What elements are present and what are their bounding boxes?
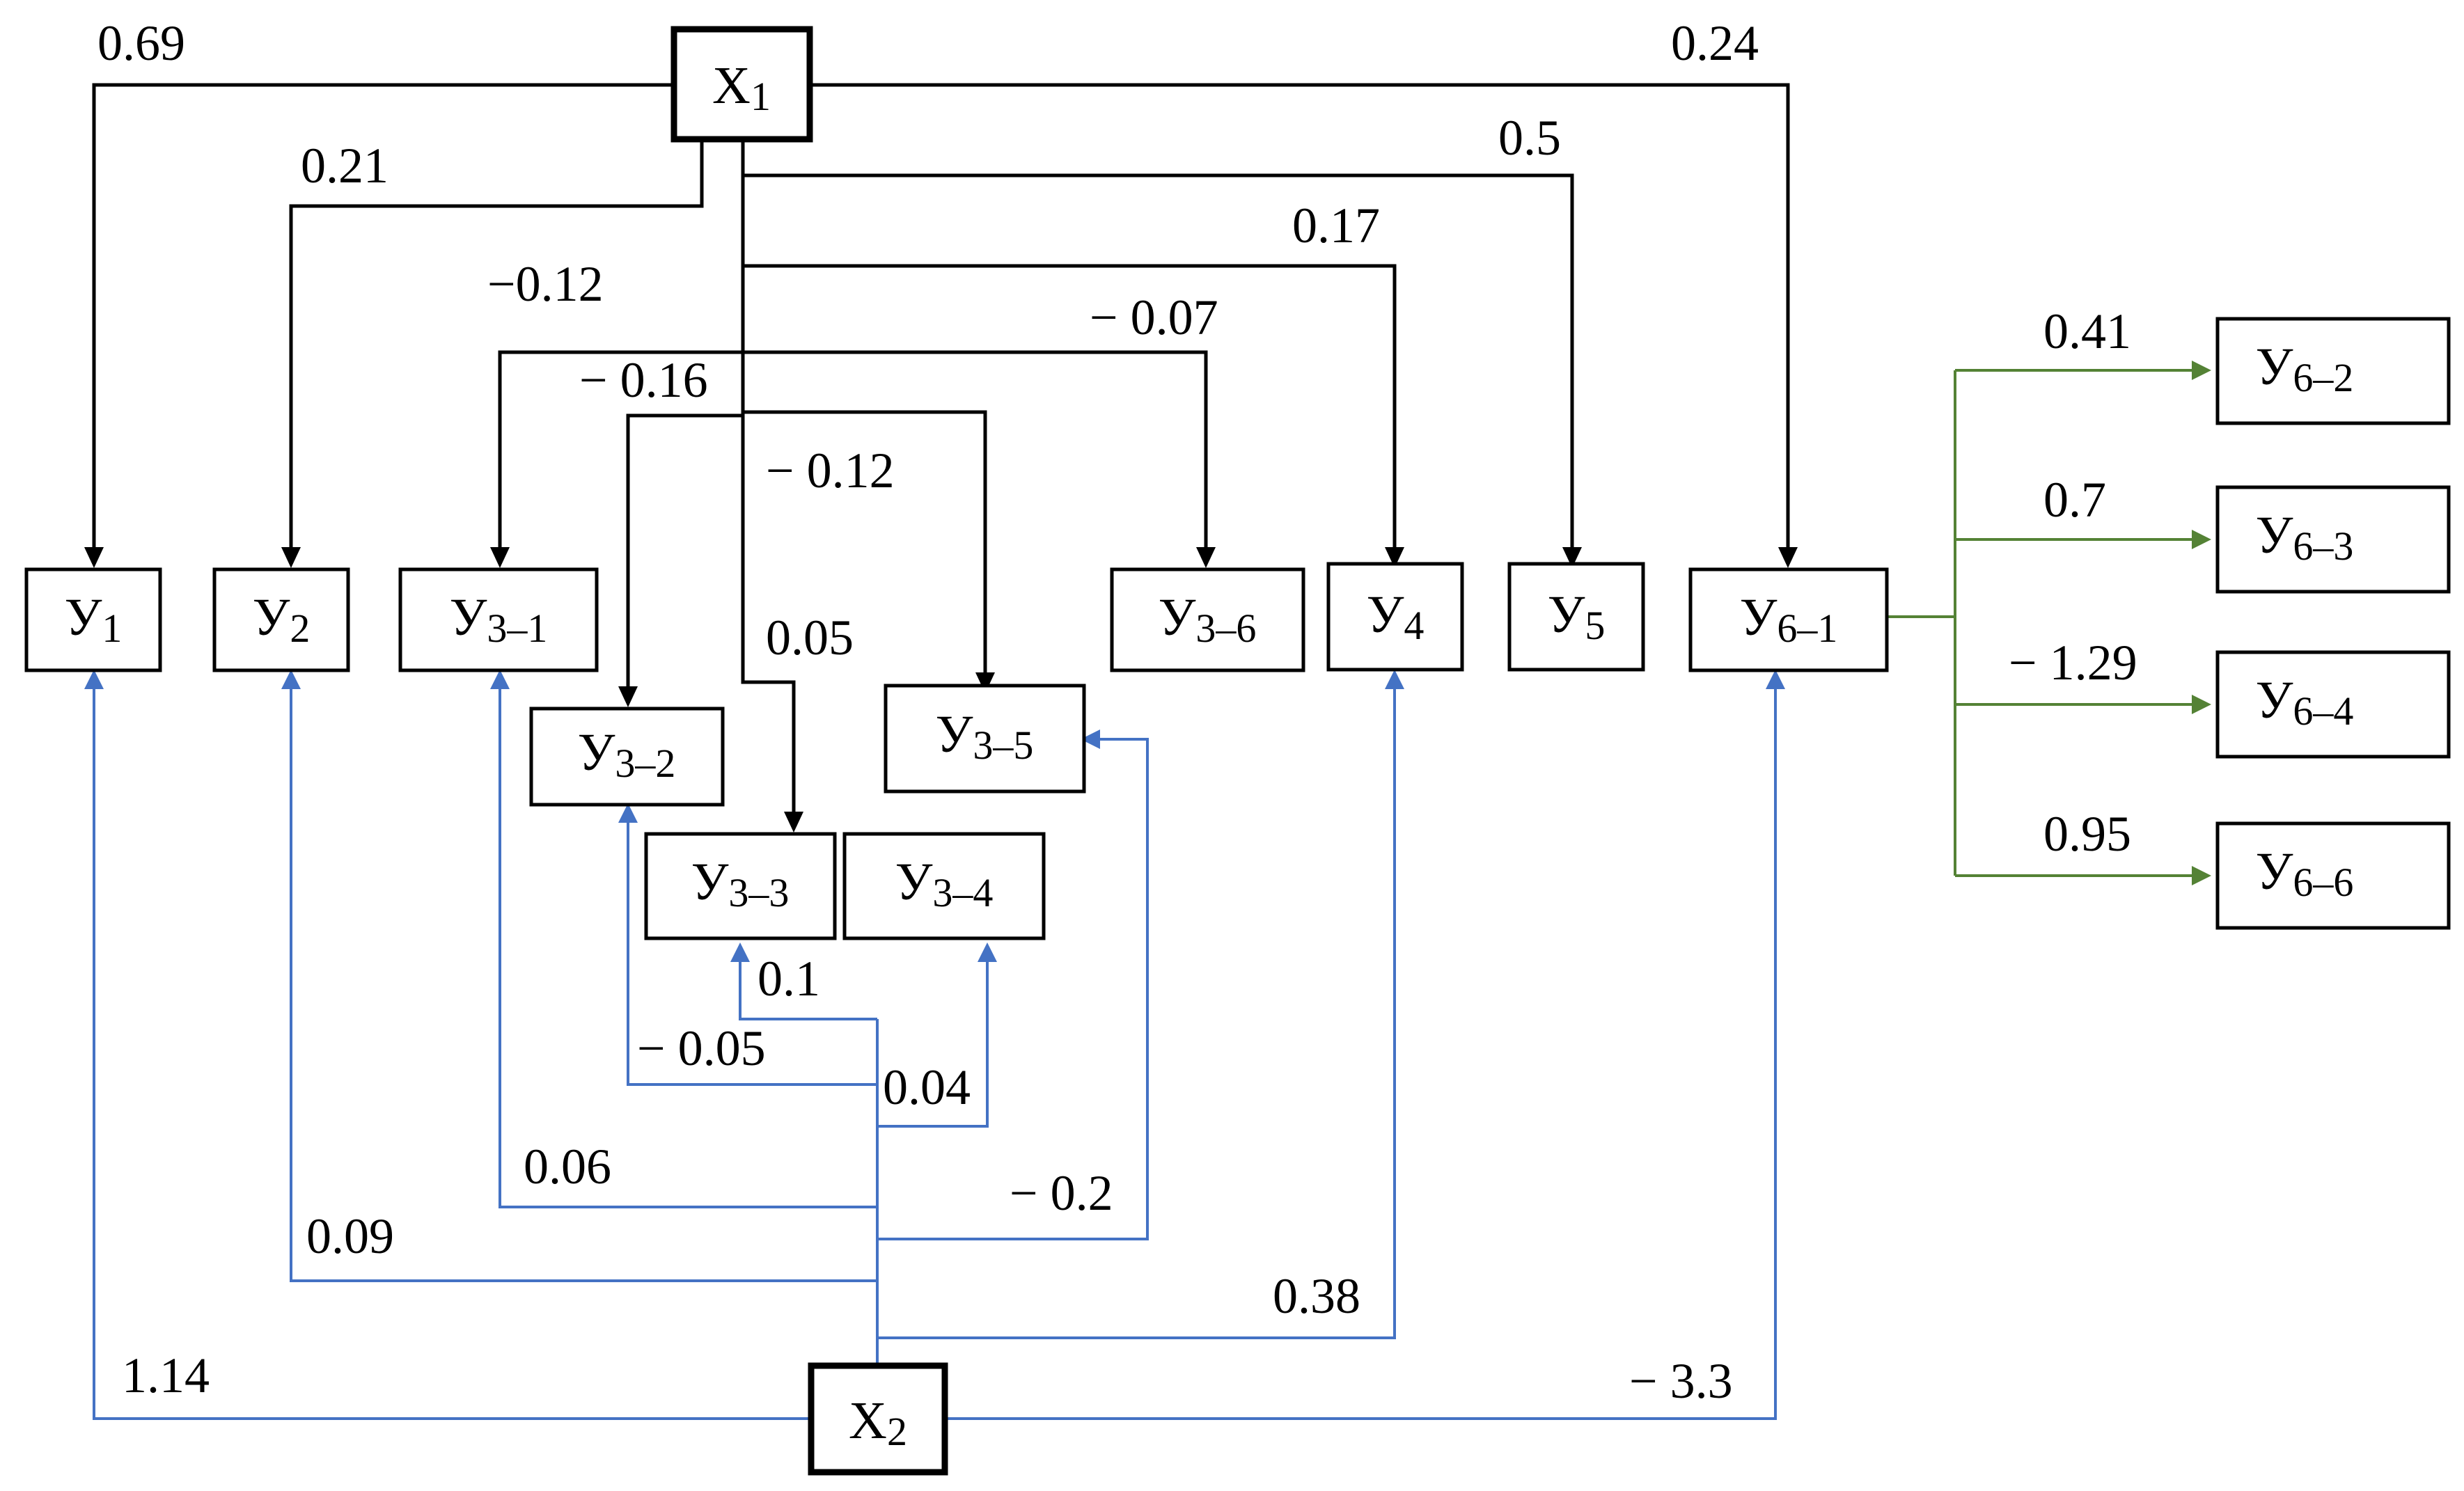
svg-text:У6–4: У6–4 bbox=[2256, 671, 2354, 734]
svg-text:У3–3: У3–3 bbox=[691, 853, 790, 915]
svg-text:У3–6: У3–6 bbox=[1159, 588, 1257, 651]
arrowhead bbox=[1385, 670, 1404, 689]
arrowhead bbox=[2192, 695, 2211, 714]
edge-x1-y1 bbox=[92, 83, 672, 557]
arrowhead bbox=[978, 942, 997, 962]
node-y3-3: У3–3 bbox=[644, 832, 837, 940]
coef-x1-y33: 0.05 bbox=[766, 610, 854, 665]
node-y6-2: У6–2 bbox=[2215, 317, 2451, 425]
svg-text:X2: X2 bbox=[849, 1391, 907, 1454]
node-y1: У1 bbox=[24, 567, 162, 672]
coef-x2-y4: 0.38 bbox=[1273, 1268, 1360, 1324]
arrowhead bbox=[618, 686, 638, 707]
edge-x1-y4 bbox=[743, 264, 1397, 557]
arrowhead bbox=[1778, 547, 1798, 568]
svg-text:X1: X1 bbox=[712, 56, 771, 119]
coef-x1-y61: 0.24 bbox=[1671, 15, 1759, 71]
svg-text:У6–3: У6–3 bbox=[2256, 506, 2354, 569]
arrowhead bbox=[618, 803, 638, 823]
coef-x1-y2: 0.21 bbox=[301, 138, 389, 194]
svg-text:У4: У4 bbox=[1367, 585, 1425, 648]
svg-text:У6–1: У6–1 bbox=[1740, 588, 1838, 651]
edge-x2-y61 bbox=[945, 681, 1777, 1420]
arrowhead bbox=[490, 670, 510, 689]
edge-x2-y33 bbox=[739, 954, 877, 1020]
coef-x1-y31: −0.12 bbox=[487, 256, 604, 312]
coef-x1-y1: 0.69 bbox=[97, 15, 185, 71]
arrowhead bbox=[1385, 547, 1404, 568]
edge-x2-y31 bbox=[499, 681, 877, 1208]
arrowhead bbox=[975, 672, 995, 693]
arrowhead bbox=[281, 670, 301, 689]
node-y5: У5 bbox=[1507, 562, 1645, 672]
arrowhead bbox=[1562, 547, 1582, 568]
coef-x2-y35: − 0.2 bbox=[1010, 1165, 1113, 1221]
arrowhead bbox=[2192, 361, 2211, 380]
coef-x2-y2: 0.09 bbox=[306, 1208, 394, 1264]
node-y6-4: У6–4 bbox=[2215, 650, 2451, 759]
arrowhead bbox=[730, 942, 750, 962]
coef-x2-y31: 0.06 bbox=[524, 1139, 611, 1194]
edge-x1-y36 bbox=[743, 350, 1208, 557]
coef-y61-y62: 0.41 bbox=[2043, 303, 2131, 359]
edge-x2-y34 bbox=[877, 954, 989, 1128]
svg-text:У2: У2 bbox=[253, 588, 311, 651]
coef-x1-y32: − 0.16 bbox=[579, 352, 708, 408]
coef-x1-y4: 0.17 bbox=[1292, 198, 1380, 253]
svg-text:У6–2: У6–2 bbox=[2256, 338, 2354, 400]
edge-x2-y1 bbox=[93, 681, 811, 1420]
coef-x2-y34: 0.04 bbox=[883, 1059, 971, 1115]
node-x1: X1 bbox=[670, 26, 813, 143]
coef-x2-y1: 1.14 bbox=[122, 1348, 210, 1403]
svg-text:У3–1: У3–1 bbox=[450, 588, 548, 651]
arrowhead bbox=[1081, 729, 1100, 749]
coef-y61-y64: − 1.29 bbox=[2009, 635, 2137, 691]
svg-text:У1: У1 bbox=[65, 588, 123, 651]
edge-x1-y35 bbox=[743, 410, 987, 682]
node-y3-1: У3–1 bbox=[398, 567, 599, 672]
node-y3-2: У3–2 bbox=[529, 707, 725, 807]
edge-x2-y35 bbox=[877, 738, 1149, 1240]
arrowhead bbox=[784, 812, 803, 833]
coef-x2-y32: − 0.05 bbox=[637, 1020, 766, 1076]
node-y6-3: У6–3 bbox=[2215, 485, 2451, 594]
node-y6-6: У6–6 bbox=[2215, 821, 2451, 930]
arrowhead bbox=[84, 547, 104, 568]
edge-x1-y31 bbox=[498, 350, 743, 557]
node-y3-5: У3–5 bbox=[884, 684, 1086, 794]
edge-x2-y32 bbox=[627, 814, 877, 1086]
edge-x1-y5 bbox=[743, 173, 1574, 557]
svg-text:У5: У5 bbox=[1548, 585, 1606, 648]
coef-x1-y36: − 0.07 bbox=[1090, 290, 1218, 345]
edge-x1-y61 bbox=[808, 83, 1790, 557]
arrowhead bbox=[84, 670, 104, 689]
coef-y61-y66: 0.95 bbox=[2043, 806, 2131, 862]
node-y3-6: У3–6 bbox=[1110, 567, 1305, 672]
svg-text:У3–2: У3–2 bbox=[578, 723, 676, 786]
svg-text:У3–5: У3–5 bbox=[936, 705, 1034, 768]
coef-y61-y63: 0.7 bbox=[2043, 472, 2106, 528]
node-y3-4: У3–4 bbox=[842, 832, 1046, 940]
svg-text:У6–6: У6–6 bbox=[2256, 842, 2354, 905]
edge-x2-y4 bbox=[877, 681, 1396, 1339]
edge-x1-y32 bbox=[626, 413, 743, 696]
coef-x2-y61: − 3.3 bbox=[1629, 1353, 1733, 1409]
arrowhead bbox=[2192, 866, 2211, 885]
coef-x1-y5: 0.5 bbox=[1498, 110, 1561, 166]
arrowhead bbox=[281, 547, 301, 568]
node-y6-1: У6–1 bbox=[1688, 567, 1889, 672]
arrowhead bbox=[2192, 530, 2211, 549]
edge-x2-y2 bbox=[290, 681, 877, 1282]
arrowhead bbox=[490, 547, 510, 568]
coef-x1-y35: − 0.12 bbox=[766, 443, 895, 498]
node-y4: У4 bbox=[1326, 562, 1464, 672]
arrowhead bbox=[1766, 670, 1785, 689]
node-x2: X2 bbox=[808, 1362, 948, 1476]
svg-text:У3–4: У3–4 bbox=[895, 853, 994, 915]
node-y2: У2 bbox=[212, 567, 350, 672]
coef-x2-y33: 0.1 bbox=[758, 951, 820, 1007]
arrowhead bbox=[1196, 547, 1216, 568]
edge-x1-y2 bbox=[289, 139, 704, 557]
